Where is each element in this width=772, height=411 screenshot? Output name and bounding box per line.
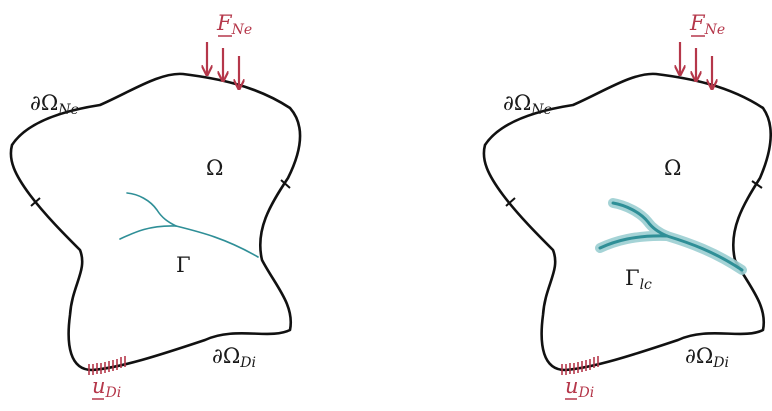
left-force-arrows (207, 42, 239, 88)
left-dirichlet-label: ∂ΩDi (212, 344, 256, 371)
right-domain-label: Ω (664, 156, 681, 180)
left-neumann-label: ∂ΩNe (30, 91, 79, 118)
right-displacement-label: uDi (565, 374, 594, 401)
left-crack-branch-upper (126, 192, 177, 227)
right-dirichlet-hatch (561, 356, 599, 375)
right-crack (598, 201, 744, 272)
right-crack-label: Γlc (625, 266, 652, 293)
right-boundary-tick-left (505, 197, 516, 207)
left-crack-main (175, 225, 259, 258)
right-crack-branch-lower (598, 234, 669, 250)
left-domain-boundary (9, 72, 302, 372)
left-displacement-label: uDi (92, 374, 121, 401)
left-force-label: FNe (216, 11, 252, 38)
left-crack-branch-lower (119, 225, 177, 240)
right-force-label: FNe (689, 11, 725, 38)
right-neumann-label: ∂ΩNe (503, 91, 552, 118)
left-crack (119, 192, 259, 258)
right-crack-branch-upper (611, 201, 669, 238)
left-domain-label: Ω (206, 156, 223, 180)
left-boundary-tick-left (30, 197, 41, 207)
right-boundary-tick-right (751, 180, 763, 189)
left-panel: FNe ∂ΩNe Ω Γ ∂ΩDi uDi (9, 11, 302, 401)
left-boundary-tick-right (280, 179, 291, 189)
left-crack-label: Γ (176, 253, 191, 277)
right-domain-boundary (482, 72, 772, 372)
right-crack-main (665, 234, 744, 272)
right-force-arrows (680, 42, 712, 88)
right-panel: FNe ∂ΩNe Ω Γlc ∂ΩDi uDi (482, 11, 772, 401)
left-dirichlet-hatch (88, 356, 126, 375)
right-dirichlet-label: ∂ΩDi (685, 344, 729, 371)
